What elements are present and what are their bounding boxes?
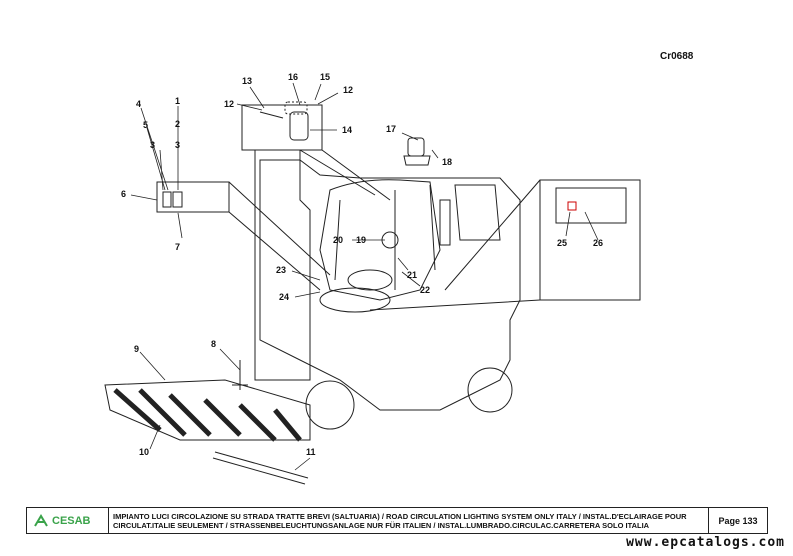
callout-24: 24 <box>279 292 289 302</box>
watermark: www.epcatalogs.com <box>626 535 785 550</box>
callout-12a: 12 <box>224 99 234 109</box>
callout-16: 16 <box>288 72 298 82</box>
callout-12b: 12 <box>343 85 353 95</box>
callout-13: 13 <box>242 76 252 86</box>
title-block: CESAB IMPIANTO LUCI CIRCOLAZIONE SU STRA… <box>26 507 768 534</box>
callout-6: 6 <box>121 189 126 199</box>
page-number: Page 133 <box>718 515 758 526</box>
callout-5: 5 <box>143 120 148 130</box>
callout-2: 2 <box>175 119 180 129</box>
callout-22: 22 <box>420 285 430 295</box>
cesab-logo-icon <box>34 513 48 527</box>
drawing-description: IMPIANTO LUCI CIRCOLAZIONE SU STRADA TRA… <box>109 508 709 533</box>
drawing-code: Cr0688 <box>660 51 694 62</box>
callout-9: 9 <box>134 344 139 354</box>
callout-4: 4 <box>136 99 141 109</box>
callout-17: 17 <box>386 124 396 134</box>
callout-3b: 3 <box>175 140 180 150</box>
callout-11: 11 <box>306 447 316 457</box>
callout-3a: 3 <box>150 140 155 150</box>
callout-20: 20 <box>333 235 343 245</box>
brand-name: CESAB <box>52 514 91 527</box>
callout-23: 23 <box>276 265 286 275</box>
callout-21: 21 <box>407 270 417 280</box>
callout-7: 7 <box>175 242 180 252</box>
callout-25: 25 <box>557 238 567 248</box>
callout-14: 14 <box>342 125 352 135</box>
callout-26: 26 <box>593 238 603 248</box>
description-line-1: IMPIANTO LUCI CIRCOLAZIONE SU STRADA TRA… <box>113 512 687 521</box>
callout-15: 15 <box>320 72 330 82</box>
warning-board <box>104 379 311 441</box>
callout-19: 19 <box>356 235 366 245</box>
callout-10: 10 <box>139 447 149 457</box>
callout-8: 8 <box>211 339 216 349</box>
brand-logo: CESAB <box>27 508 109 533</box>
overhead-guard <box>319 179 441 301</box>
callout-18: 18 <box>442 157 452 167</box>
description-line-2: CIRCULAT.ITALIE SEULEMENT / STRASSENBELE… <box>113 521 650 530</box>
callout-1: 1 <box>175 96 180 106</box>
forklift-body-outline <box>259 159 521 411</box>
